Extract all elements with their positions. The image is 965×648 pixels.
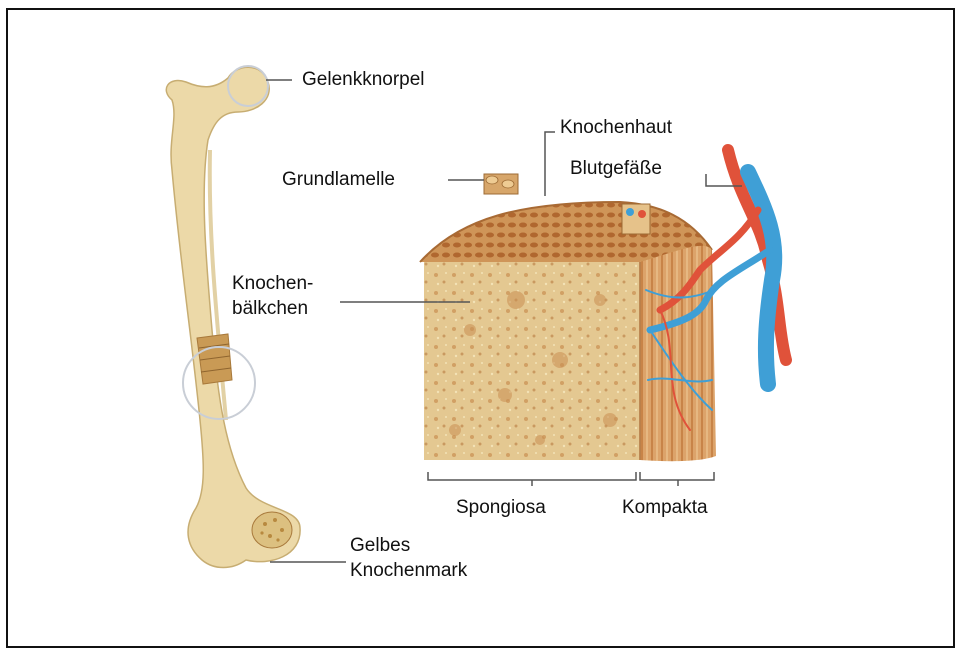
label-knochenhaut: Knochenhaut	[560, 117, 672, 139]
label-gelenkknorpel: Gelenkknorpel	[302, 69, 425, 91]
bone-section-block	[420, 174, 716, 461]
label-knochenbaelkchen-line2: bälkchen	[232, 298, 308, 320]
label-blutgefaesse: Blutgefäße	[570, 158, 662, 180]
label-grundlamelle: Grundlamelle	[282, 169, 395, 191]
label-kompakta: Kompakta	[622, 497, 708, 519]
label-gelbes-line2: Knochenmark	[350, 560, 467, 582]
label-gelbes-line1: Gelbes	[350, 535, 410, 557]
label-knochenbaelkchen-line1: Knochen-	[232, 273, 313, 295]
label-spongiosa: Spongiosa	[456, 497, 546, 519]
